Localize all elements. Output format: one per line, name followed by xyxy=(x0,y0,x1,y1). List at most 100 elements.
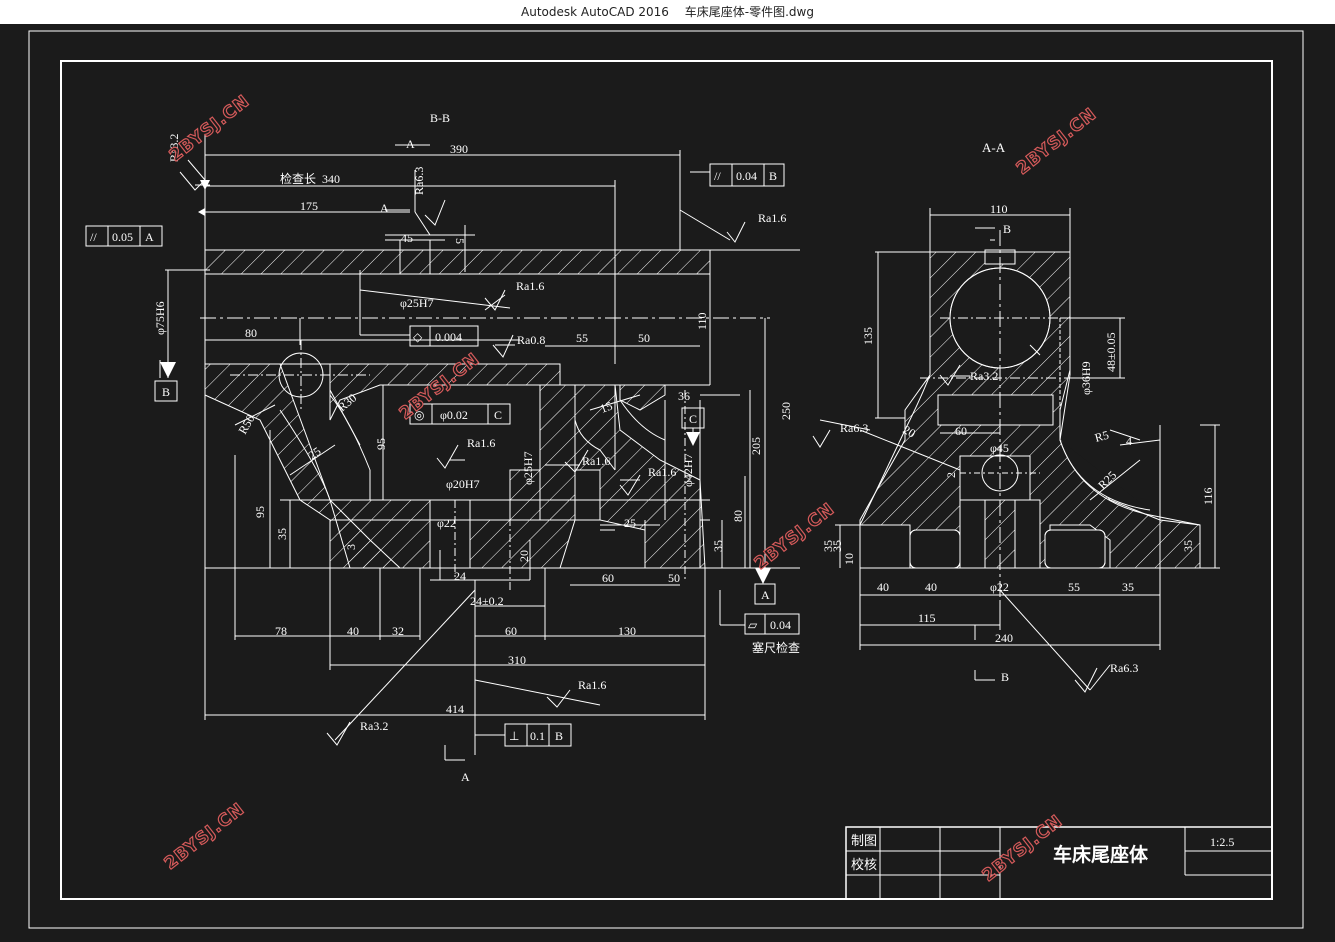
tol-par-005-datum: A xyxy=(145,230,154,244)
dim-phi42h7: φ42H7 xyxy=(681,453,695,487)
aa-rough-ra63-bottom: Ra6.3 xyxy=(1110,661,1138,675)
rough-ra16-f: Ra1.6 xyxy=(578,678,606,692)
aa-dim-48: 48±0.05 xyxy=(1104,332,1118,372)
dim-24pm: 24±0.2 xyxy=(470,594,504,608)
aa-dim-40a: 40 xyxy=(877,580,889,594)
aa-dim-35b: 35 xyxy=(821,540,835,552)
aa-dim-35: 35 xyxy=(1181,540,1195,552)
tol-pos-datum: C xyxy=(494,408,502,422)
dim-95: 95 xyxy=(374,438,388,450)
dim-3: 3 xyxy=(344,544,358,550)
aa-dim-110: 110 xyxy=(990,202,1008,216)
dim-110: 110 xyxy=(695,312,709,330)
section-aa-dimensions xyxy=(819,208,1220,691)
datum-a-label: A xyxy=(761,588,770,602)
tol-par-004-symbol: // xyxy=(714,169,721,183)
title-drawn-label: 制图 xyxy=(851,833,877,848)
aa-section-mark-b-bottom: B xyxy=(1001,670,1009,684)
aa-dim-r5: R5 xyxy=(1093,428,1110,445)
view-label-bb: B-B xyxy=(430,111,450,125)
dim-phi20h7: φ20H7 xyxy=(446,477,480,491)
title-part-name: 车床尾座体 xyxy=(1053,843,1149,866)
dim-40: 40 xyxy=(347,624,359,638)
aa-rough-ra32: Ra3.2 xyxy=(970,369,998,383)
aa-dim-55: 55 xyxy=(1068,580,1080,594)
tol-par-004-value: 0.04 xyxy=(736,169,757,183)
section-bb-dimensions xyxy=(159,135,800,761)
tolerance-frames xyxy=(85,163,800,747)
feeler-gauge-note: 塞尺检查 xyxy=(752,640,800,655)
roughness-symbols xyxy=(179,159,1098,746)
aa-dim-10: 10 xyxy=(842,553,856,565)
datum-c-label: C xyxy=(689,412,697,426)
rough-ra32-top: Ra3.2 xyxy=(167,134,181,162)
tol-pos-value: φ0.02 xyxy=(440,408,468,422)
section-bb-geometry xyxy=(200,239,800,590)
dim-130: 130 xyxy=(618,624,636,638)
datum-b-label: B xyxy=(162,385,170,399)
aa-dim-116: 116 xyxy=(1201,487,1215,505)
dim-15: 15 xyxy=(598,399,614,416)
dim-60: 60 xyxy=(602,571,614,585)
rough-ra16-d: Ra1.6 xyxy=(582,454,610,468)
dim-340: 340 xyxy=(322,172,340,186)
tol-pos-symbol: ◎ xyxy=(414,408,424,422)
aa-dim-240: 240 xyxy=(995,631,1013,645)
aa-dim-35d: 35 xyxy=(1122,580,1134,594)
aa-dim-4: 4 xyxy=(1126,434,1132,448)
aa-dim-35c: 35 xyxy=(830,540,844,552)
drawing-svg[interactable]: B-B A-A 390 A 检查长 340 175 A 45 5 Ra3.2 R… xyxy=(0,24,1335,938)
dim-20: 20 xyxy=(517,550,531,562)
aa-dim-36h9: φ36H9 xyxy=(1079,361,1093,395)
dim-80: 80 xyxy=(245,326,257,340)
dim-phi25h7-top: φ25H7 xyxy=(400,296,434,310)
dim-5: 5 xyxy=(453,238,467,244)
tol-cyl-value: 0.004 xyxy=(435,330,462,344)
dim-250: 250 xyxy=(779,402,793,420)
tol-perp-symbol: ⊥ xyxy=(509,729,519,743)
watermark-4: 2BYSJ.CN xyxy=(751,499,839,574)
tol-par-005-symbol: // xyxy=(90,230,97,244)
dim-50b: 50 xyxy=(668,571,680,585)
section-mark-a-top: A xyxy=(406,137,415,151)
title-block xyxy=(845,826,1273,900)
rough-ra16-b: Ra1.6 xyxy=(516,279,544,293)
section-aa-geometry xyxy=(859,230,1201,600)
rough-ra08: Ra0.8 xyxy=(517,333,545,347)
app-title: Autodesk AutoCAD 2016 xyxy=(521,5,669,19)
dim-phi75h6: φ75H6 xyxy=(153,301,167,335)
tol-cyl-symbol: ◇ xyxy=(413,330,423,344)
dim-25b: 25 xyxy=(624,516,636,530)
aa-dim-22: φ22 xyxy=(990,580,1009,594)
dim-414: 414 xyxy=(446,702,464,716)
aa-rough-ra63: Ra6.3 xyxy=(840,421,868,435)
aa-dim-115: 115 xyxy=(918,611,936,625)
drawing-canvas[interactable]: B-B A-A 390 A 检查长 340 175 A 45 5 Ra3.2 R… xyxy=(0,24,1335,938)
drawing-text: B-B A-A 390 A 检查长 340 175 A 45 5 Ra3.2 R… xyxy=(90,111,1234,872)
window-titlebar: Autodesk AutoCAD 2016 车床尾座体-零件图.dwg xyxy=(0,0,1335,24)
dim-35b: 35 xyxy=(711,540,725,552)
file-title: 车床尾座体-零件图.dwg xyxy=(684,5,814,19)
aa-dim-45: φ45 xyxy=(990,441,1009,455)
dim-60b: 60 xyxy=(505,624,517,638)
tol-par-004-datum: B xyxy=(769,169,777,183)
rough-ra63-top: Ra6.3 xyxy=(412,167,426,195)
dim-32: 32 xyxy=(392,624,404,638)
tol-perp-datum: B xyxy=(555,729,563,743)
dim-35a: 35 xyxy=(275,528,289,540)
rough-ra16-e: Ra1.6 xyxy=(648,465,676,479)
aa-section-mark-b-top: B xyxy=(1003,222,1011,236)
section-mark-a-bottom: A xyxy=(461,770,470,784)
outer-frame xyxy=(28,30,1304,929)
dim-55: 55 xyxy=(576,331,588,345)
dim-50: 50 xyxy=(638,331,650,345)
tol-par-005-value: 0.05 xyxy=(112,230,133,244)
section-mark-a-mid: A xyxy=(380,201,389,215)
aa-dim-60: 60 xyxy=(955,424,967,438)
watermark-5: 2BYSJ.CN xyxy=(161,799,249,874)
dim-36: 36 xyxy=(678,389,690,403)
dim-310: 310 xyxy=(508,653,526,667)
dim-24: 24 xyxy=(454,569,466,583)
aa-dim-2: 2 xyxy=(944,472,958,478)
tol-perp-value: 0.1 xyxy=(530,729,545,743)
